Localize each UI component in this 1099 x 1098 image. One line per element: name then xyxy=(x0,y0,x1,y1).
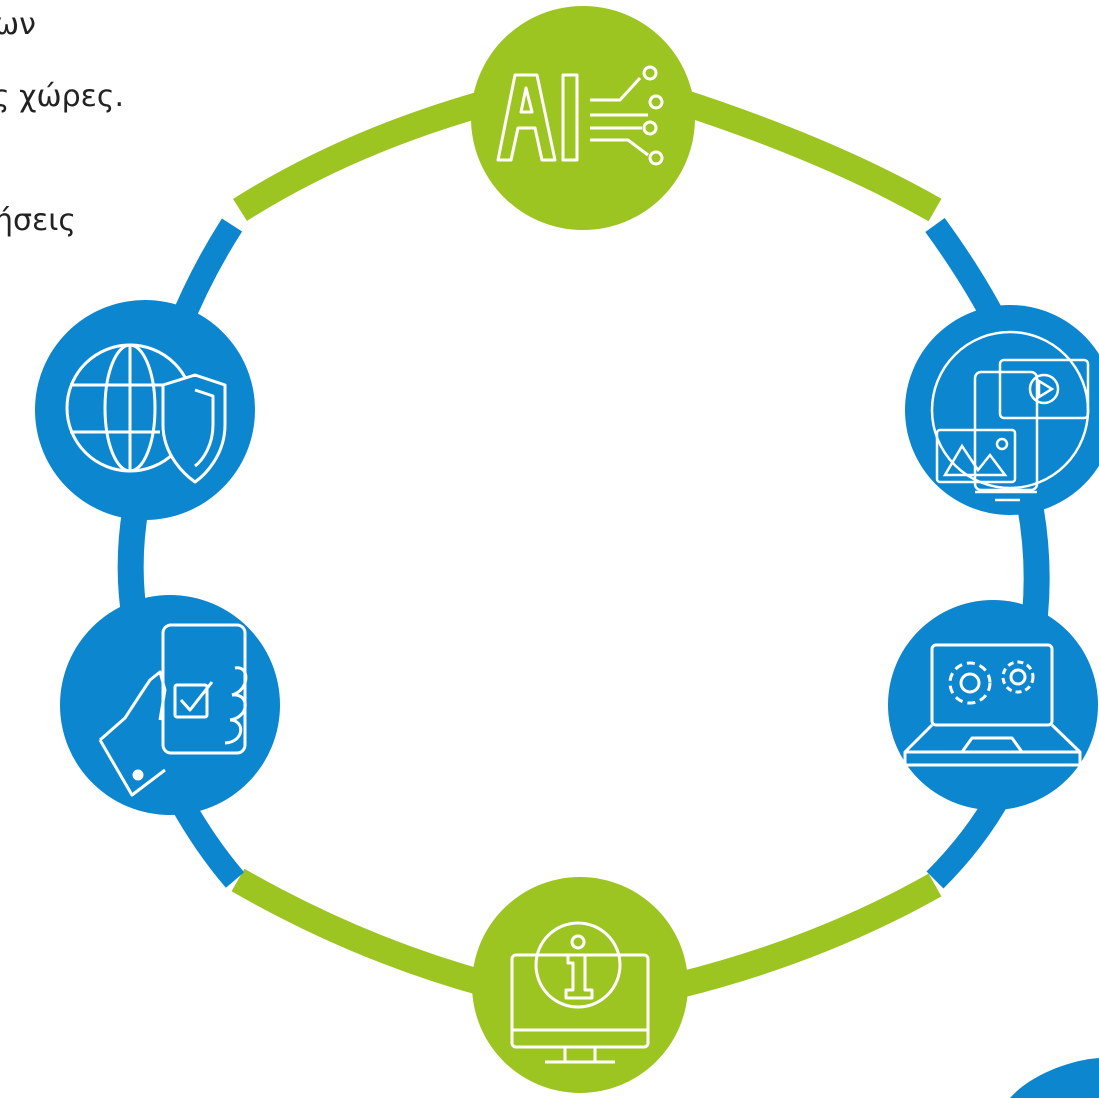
node-laptop xyxy=(888,600,1098,810)
arc-ai-media xyxy=(671,87,942,222)
arc-phone-info xyxy=(231,868,494,998)
node-phone xyxy=(60,595,280,815)
partial-text-line-1: ων xyxy=(0,7,36,42)
node-media xyxy=(905,305,1099,515)
info-monitor-icon xyxy=(510,921,650,1064)
node-globe xyxy=(35,300,255,520)
partial-text-line-2: ς χώρες. xyxy=(0,79,124,114)
hand-phone-check-icon xyxy=(98,623,248,797)
partial-blue-shape xyxy=(1010,1058,1099,1098)
ai-circuit-icon xyxy=(496,65,664,166)
arc-media-laptop xyxy=(1017,502,1050,617)
globe-shield-icon xyxy=(65,343,227,484)
arc-laptop-info xyxy=(676,873,942,998)
node-info xyxy=(472,877,688,1093)
arc-globe-ai xyxy=(233,87,500,221)
media-devices-icon xyxy=(930,330,1090,502)
ring-arcs xyxy=(117,87,1050,998)
partial-text-line-3: ήσεις xyxy=(0,203,77,238)
laptop-gears-icon xyxy=(903,643,1082,767)
node-ai xyxy=(471,6,695,230)
